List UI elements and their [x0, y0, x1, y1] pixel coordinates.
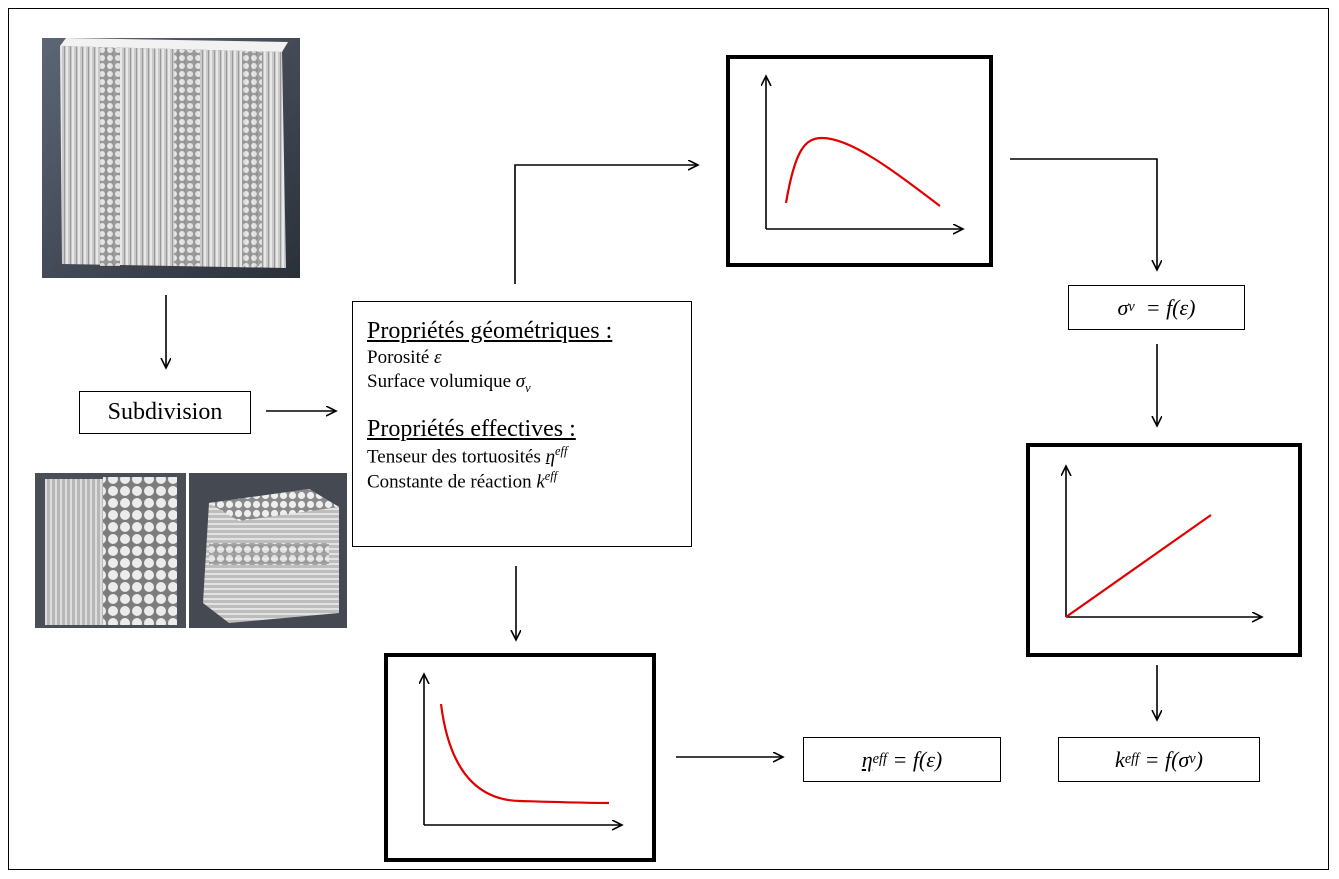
- graph-porosity-volumic-surface: [726, 55, 993, 267]
- graph2-curve: [1065, 514, 1212, 618]
- properties-box: Propriétés géométriques : Porosité ε Sur…: [352, 301, 692, 547]
- subdivision-label: Subdivision: [107, 399, 223, 425]
- geometric-properties-header: Propriétés géométriques :: [367, 318, 613, 344]
- volumic-surface-item: Surface volumique σv: [367, 370, 531, 395]
- arrow-properties-to-graph1: [514, 165, 698, 284]
- subvolume-image-left: [35, 473, 186, 628]
- arrow-graph1-to-sigma: [1010, 158, 1157, 270]
- effective-properties-header: Propriétés effectives :: [367, 415, 576, 442]
- tomography-volume-image: [42, 38, 300, 278]
- porosity-item: Porosité ε: [367, 347, 442, 368]
- reaction-constant-item: Constante de réaction keff: [367, 469, 558, 493]
- graph3-curve: [439, 703, 610, 805]
- subdivision-box: Subdivision: [79, 391, 251, 434]
- subvolume-image-right: [189, 473, 347, 628]
- graph-porosity-tortuosity: [384, 653, 656, 862]
- graph1-curve: [784, 136, 941, 207]
- diagram-frame: [8, 8, 1329, 870]
- tortuosity-tensor-item: Tenseur des tortuosités ηeff: [367, 443, 568, 468]
